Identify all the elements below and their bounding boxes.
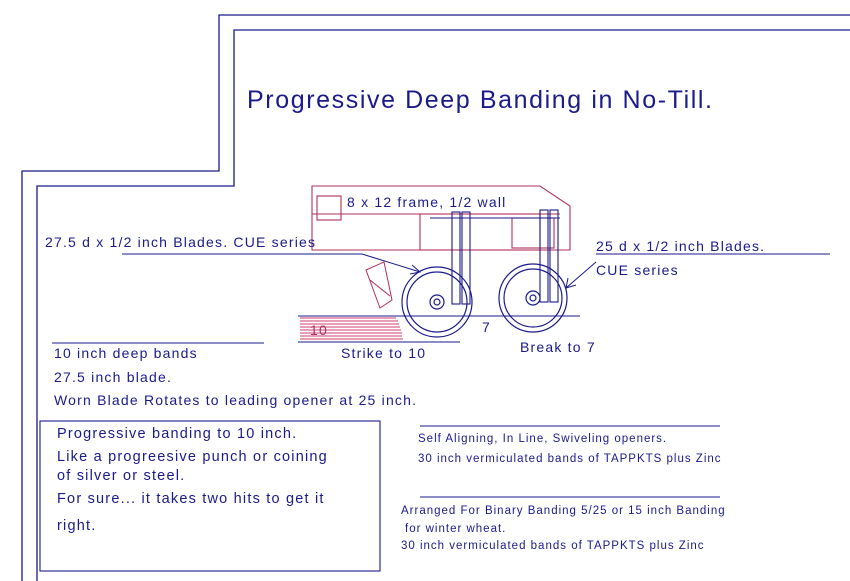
note-worn-blade: Worn Blade Rotates to leading opener at … [54, 392, 418, 408]
depth-10-label: 10 [310, 322, 328, 338]
box-line: of silver or steel. [57, 468, 186, 484]
box-line: right. [57, 518, 97, 534]
note-blade-size: 27.5 inch blade. [54, 369, 173, 385]
frame-label: 8 x 12 frame, 1/2 wall [347, 194, 507, 210]
depth-7-label: 7 [482, 319, 491, 335]
deep-band-hatch [300, 317, 403, 340]
box-line: For sure... it takes two hits to get it [57, 491, 325, 507]
banding-note: for winter wheat. [405, 523, 507, 535]
banding-note: Arranged For Binary Banding 5/25 or 15 i… [401, 505, 726, 517]
opener-note: Self Aligning, In Line, Swiveling opener… [418, 433, 668, 445]
shanks [430, 209, 560, 305]
opener-note: 30 inch vermiculated bands of TAPPKTS pl… [418, 453, 722, 465]
leading-blade-label: 27.5 d x 1/2 inch Blades. CUE series [45, 234, 317, 250]
trailing-blade-label: 25 d x 1/2 inch Blades. [596, 238, 766, 254]
strike-label: Strike to 10 [341, 345, 427, 361]
box-line: Progressive banding to 10 inch. [57, 426, 298, 442]
leading-disc [401, 266, 473, 338]
page-title: Progressive Deep Banding in No-Till. [247, 86, 714, 114]
banding-note: 30 inch vermiculated bands of TAPPKTS pl… [401, 540, 705, 552]
note-box [39, 420, 381, 572]
trash-guard [365, 261, 393, 309]
note-band-depth: 10 inch deep bands [54, 345, 198, 361]
trailing-blade-series: CUE series [596, 262, 679, 278]
drawing-border [21, 14, 850, 581]
trailing-disc [498, 263, 568, 333]
leader-underlines [52, 253, 830, 498]
leader-arrows [361, 253, 597, 289]
break-label: Break to 7 [520, 339, 596, 355]
box-line: Like a progreesive punch or coining [57, 449, 328, 465]
